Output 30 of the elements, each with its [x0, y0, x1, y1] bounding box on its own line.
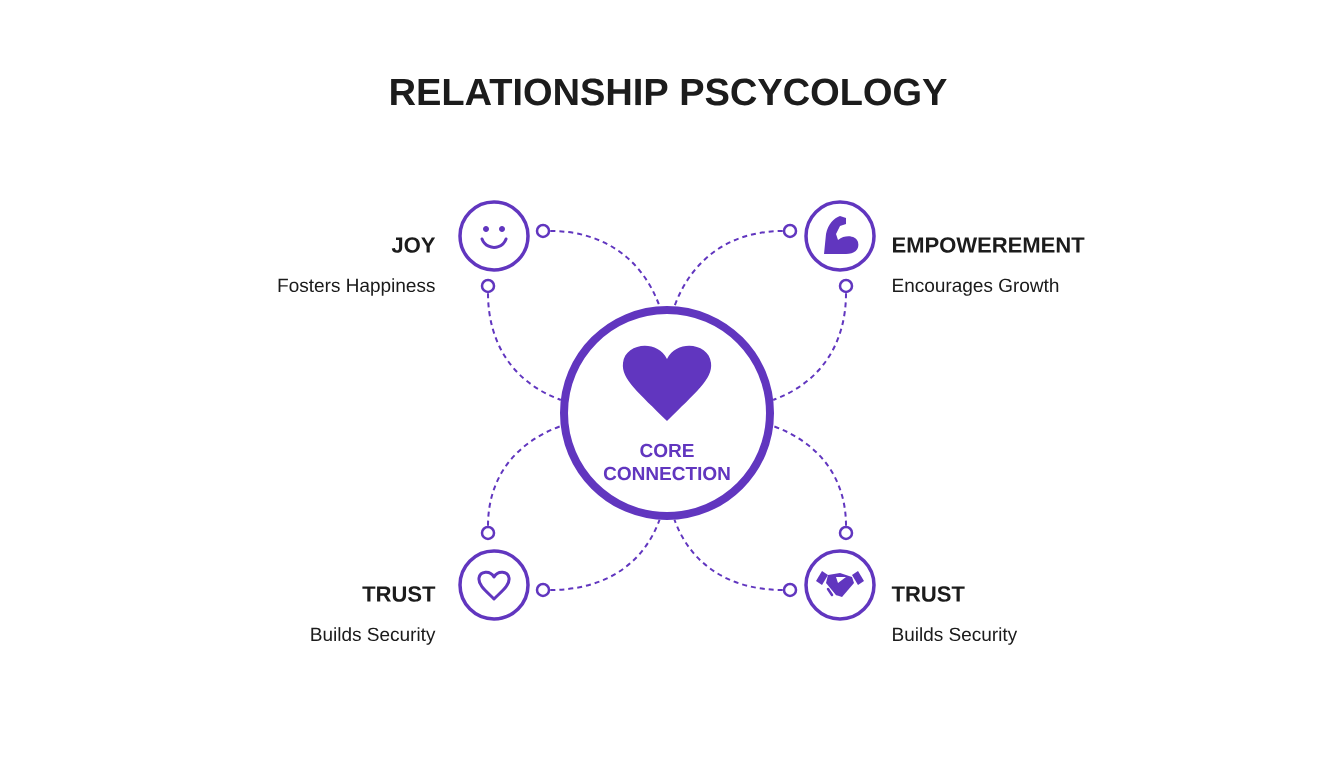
connector-ring — [838, 278, 854, 294]
description-label: Builds Security — [893, 627, 1018, 645]
dotted-connector — [487, 292, 562, 401]
description-label: Builds Security — [311, 627, 436, 645]
center-circle — [560, 306, 774, 520]
dotted-connector — [772, 292, 847, 401]
heading-label: EMPOWEREMENT — [893, 237, 1085, 253]
connector-ring — [535, 582, 551, 598]
connector-ring — [480, 525, 496, 541]
icon-circle — [804, 200, 876, 272]
connector-ring — [782, 223, 798, 239]
heading-label: TRUST — [362, 586, 436, 602]
icon-circle — [458, 549, 530, 621]
title: RELATIONSHIP PSCYCOLOGY — [391, 78, 947, 106]
icon-circle — [458, 200, 530, 272]
connector-ring — [535, 223, 551, 239]
dotted-connector — [772, 425, 847, 527]
connector-ring — [838, 525, 854, 541]
connector-ring — [782, 582, 798, 598]
connector-ring — [480, 278, 496, 294]
heading-label: TRUST — [891, 586, 965, 602]
description-label: Encourages Growth — [893, 278, 1059, 296]
dotted-connector — [673, 518, 784, 591]
heading-label: JOY — [391, 237, 436, 253]
dotted-connector — [549, 518, 661, 591]
center-label: CORE CONNECTION — [603, 443, 730, 481]
dotted-connector — [673, 230, 784, 308]
icon-circle — [804, 549, 876, 621]
description-label: Fosters Happiness — [278, 278, 435, 296]
dotted-connector — [487, 425, 562, 527]
